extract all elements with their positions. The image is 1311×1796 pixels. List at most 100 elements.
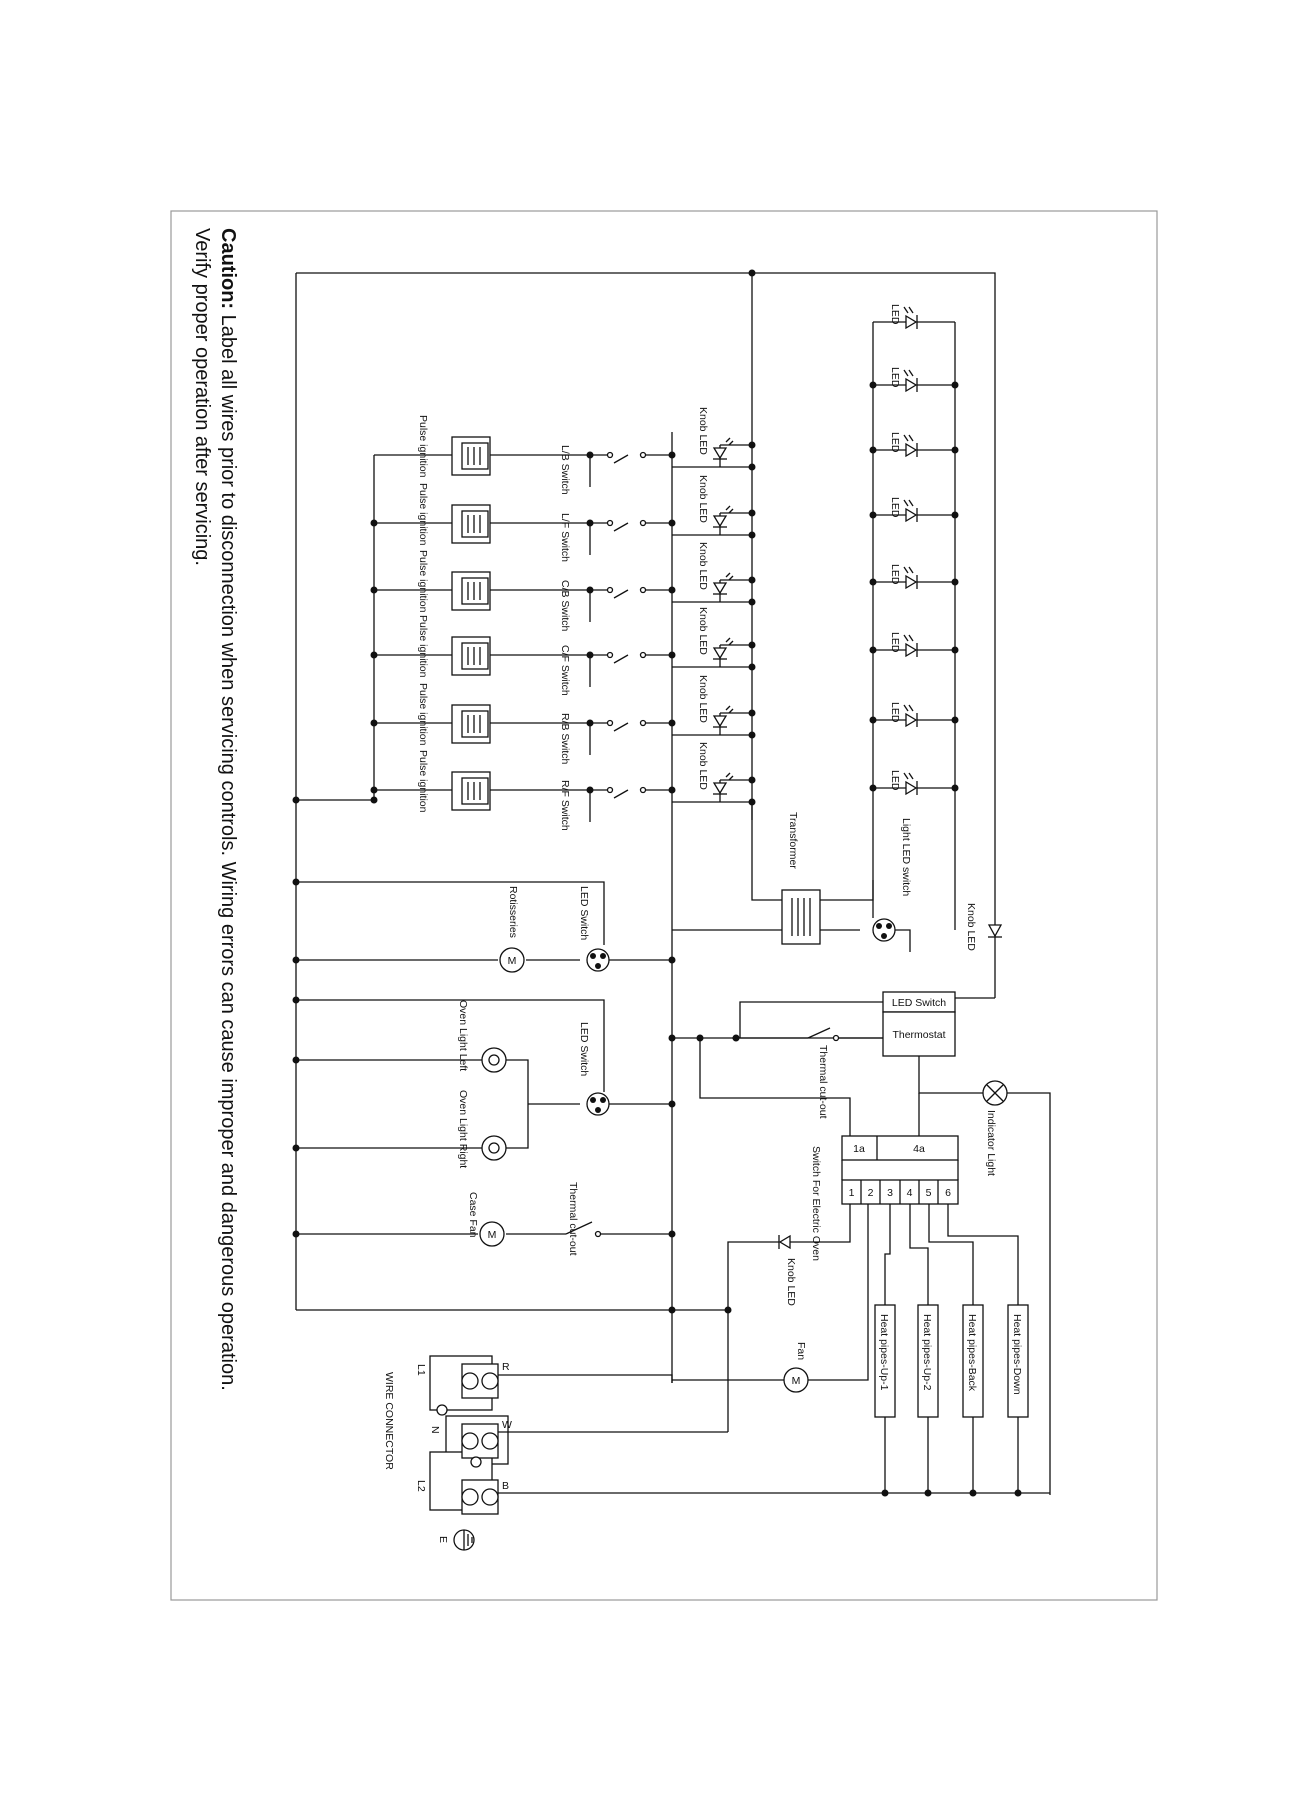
caution-note: Caution: Label all wires prior to discon… [191, 228, 239, 1391]
switch-contact [639, 586, 647, 594]
junction-dot [748, 509, 756, 517]
svg-text:Caution: Label all wires prior: Caution: Label all wires prior to discon… [217, 228, 239, 1391]
diagram-frame [170, 210, 1158, 1601]
rotisserie-circuit [292, 878, 676, 973]
junction-dot [869, 381, 877, 389]
case-fan-label: Case Fan [467, 1192, 479, 1238]
pulse-ignition-module [451, 504, 491, 544]
case-fan-motor-symbol: M [488, 1229, 497, 1241]
junction-dot [292, 796, 300, 804]
switch-contact [606, 719, 614, 727]
wire-connector [429, 1355, 885, 1551]
oven-switch-cell-label: 1a [853, 1143, 865, 1155]
thermostat-label: Thermostat [892, 1029, 945, 1041]
knob-led-diode [712, 772, 734, 795]
switch-blade [613, 589, 629, 599]
switch-blade [613, 522, 629, 532]
led-label: LED [889, 367, 901, 388]
junction-dot [748, 463, 756, 471]
connector-wire-r: R [502, 1361, 510, 1373]
junction-dot [748, 269, 756, 277]
heat-pipe-label: Heat pipes-Up-2 [921, 1314, 933, 1391]
knob-led-lower-label: Knob LED [785, 1258, 797, 1306]
connector-wire-w: W [502, 1419, 512, 1431]
junction-dot [951, 578, 959, 586]
junction-dot [668, 519, 676, 527]
rotisserie-led-switch-label: LED Switch [578, 886, 590, 940]
oven-switch-terminal-label: 5 [926, 1187, 932, 1199]
transformer-label: Transformer [787, 812, 799, 869]
knob-led-diode-main [987, 924, 1003, 938]
oven-thermal-cutout-label: Thermal cut-out [817, 1045, 829, 1119]
oven-switch-terminal-label: 6 [945, 1187, 951, 1199]
switch-contact [606, 451, 614, 459]
pulse-ignition-module [451, 636, 491, 676]
burner-switch-label: C/F Switch [559, 645, 571, 696]
burner-switch-label: C/B Switch [559, 580, 571, 632]
junction-dot [869, 646, 877, 654]
connector-terminal-l1: L1 [415, 1364, 427, 1376]
pulse-ignition-label: Pulse ignition [417, 550, 429, 613]
connector-terminal-l2: L2 [415, 1480, 427, 1492]
rotisserie-motor-symbol: M [508, 955, 517, 967]
knob-led-label: Knob LED [697, 475, 709, 523]
earth-label: E [437, 1536, 449, 1543]
light-led-switch [872, 880, 911, 952]
knob-led-diode-lower [727, 1204, 851, 1432]
knob-led-diode [712, 505, 734, 528]
junction-dot [869, 446, 877, 454]
led-label: LED [889, 632, 901, 653]
junction-dot [668, 786, 676, 794]
junction-dot [370, 786, 378, 794]
caution-line1: Label all wires prior to disconnection w… [217, 315, 239, 1391]
led-label: LED [889, 702, 901, 723]
knob-led-label: Knob LED [697, 675, 709, 723]
led-switch-thermostat-block [732, 991, 995, 1057]
led-switch-box-label: LED Switch [892, 997, 946, 1009]
knob-led-diode [712, 637, 734, 660]
oven-fan-motor [672, 1204, 869, 1393]
caution-line2: Verify proper operation after servicing. [191, 228, 213, 566]
rotisserie-label: Rotisseries [507, 886, 519, 938]
connector-wire-b: B [502, 1480, 509, 1492]
led-label: LED [889, 770, 901, 791]
junction-dot [370, 719, 378, 727]
junction-dot [869, 511, 877, 519]
heat-pipe-label: Heat pipes-Down [1011, 1314, 1023, 1395]
junction-dot [748, 576, 756, 584]
oven-switch-terminal-label: 3 [887, 1187, 893, 1199]
led-diode [903, 566, 918, 590]
junction-dot [668, 651, 676, 659]
oven-light-right-label: Oven Light Right [457, 1090, 469, 1168]
switch-blade [613, 789, 629, 799]
junction-dot [370, 586, 378, 594]
transformer [672, 800, 874, 945]
led-diode [903, 499, 918, 523]
junction-dot [748, 709, 756, 717]
switch-contact [639, 519, 647, 527]
heat-pipe-label: Heat pipes-Up-1 [878, 1314, 890, 1391]
pulse-ignition-label: Pulse ignition [417, 683, 429, 746]
junction-dot [951, 716, 959, 724]
oven-switch-terminal-label: 1 [849, 1187, 855, 1199]
pulse-ignition-module [451, 704, 491, 744]
knob-led-diode [712, 705, 734, 728]
junction-dot [748, 731, 756, 739]
junction-dot [370, 651, 378, 659]
switch-blade [613, 454, 629, 464]
led-diode [903, 772, 918, 796]
knob-led-label: Knob LED [697, 407, 709, 455]
junction-dot [668, 719, 676, 727]
junction-dot [869, 784, 877, 792]
oven-lights-circuit [292, 996, 676, 1161]
knob-led-label: Knob LED [697, 607, 709, 655]
junction-dot [951, 511, 959, 519]
connector-terminal-n: N [429, 1426, 441, 1434]
switch-blade [613, 722, 629, 732]
junction-dot [748, 776, 756, 784]
oven-thermal-cutout [668, 1027, 883, 1042]
oven-fan-motor-symbol: M [792, 1375, 801, 1387]
